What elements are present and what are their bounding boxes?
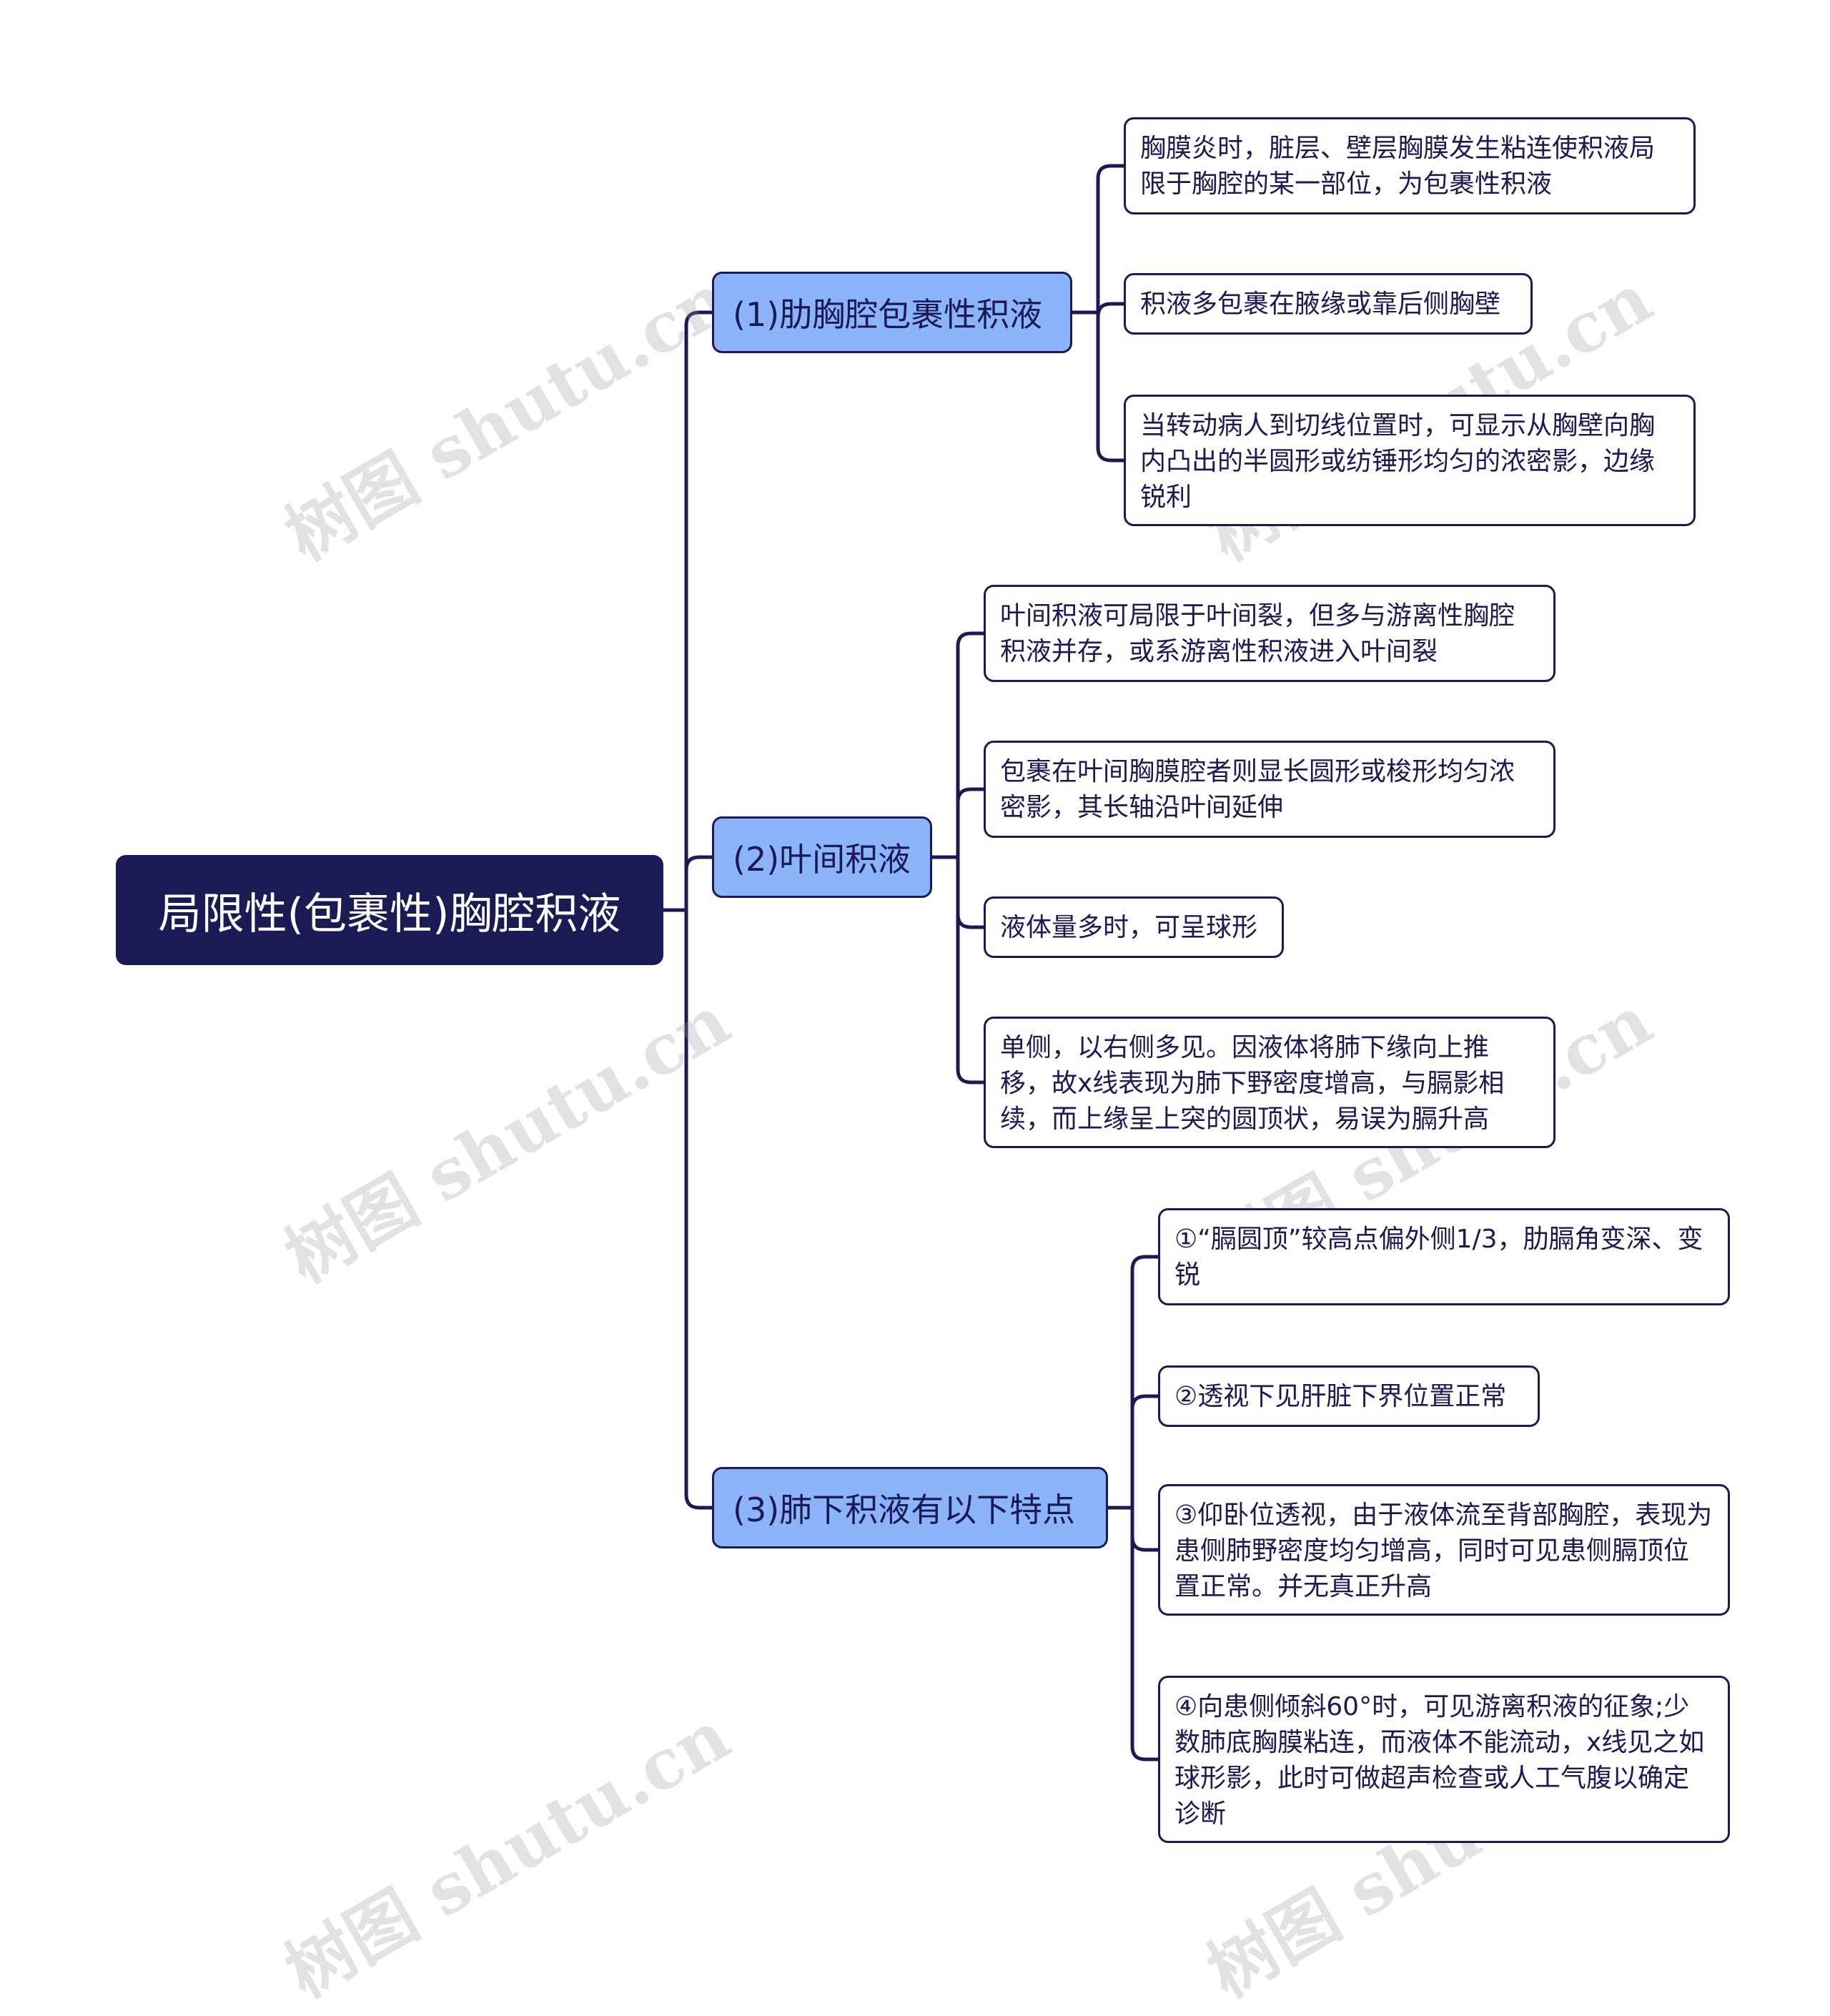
connector-line: [1130, 1506, 1160, 1761]
connector-line: [1096, 302, 1126, 319]
leaf-topic[interactable]: ④向患侧倾斜60°时，可见游离积液的征象;少数肺底胸膜粘连，而液体不能流动，x线…: [1158, 1676, 1730, 1843]
leaf-topic[interactable]: 液体量多时，可呈球形: [984, 896, 1284, 958]
leaf-topic[interactable]: 包裹在叶间胸膜腔者则显长圆形或梭形均匀浓密影，其长轴沿叶间延伸: [984, 741, 1556, 838]
connector-line: [1130, 1506, 1160, 1552]
connector-line: [684, 310, 714, 912]
leaf-topic[interactable]: ①“膈圆顶”较高点偏外侧1/3，肋膈角变深、变锐: [1158, 1208, 1730, 1305]
connector-line: [1130, 1255, 1160, 1510]
connector-line: [956, 631, 986, 859]
leaf-topic[interactable]: 胸膜炎时，脏层、壁层胸膜发生粘连使积液局限于胸腔的某一部位，为包裹性积液: [1124, 117, 1696, 214]
connector-line: [956, 855, 986, 1084]
connector-lines: [661, 164, 1160, 1761]
leaf-topic[interactable]: ③仰卧位透视，由于液体流至背部胸腔，表现为患侧肺野密度均匀增高，同时可见患侧膈顶…: [1158, 1484, 1730, 1616]
branch-topic[interactable]: (1)肋胸腔包裹性积液: [712, 272, 1072, 353]
connector-line: [1096, 164, 1126, 315]
connector-line: [684, 908, 714, 1510]
leaf-topic[interactable]: 积液多包裹在腋缘或靠后侧胸壁: [1124, 273, 1533, 335]
connector-line: [956, 787, 986, 859]
leaf-topic[interactable]: 当转动病人到切线位置时，可显示从胸壁向胸内凸出的半圆形或纺锤形均匀的浓密影，边缘…: [1124, 395, 1696, 526]
connector-line: [956, 855, 986, 929]
leaf-topic[interactable]: ②透视下见肝脏下界位置正常: [1158, 1365, 1540, 1427]
branch-topic[interactable]: (3)肺下积液有以下特点: [712, 1467, 1108, 1548]
branch-topic[interactable]: (2)叶间积液: [712, 816, 932, 898]
connector-line: [1130, 1394, 1160, 1510]
leaf-topic[interactable]: 叶间积液可局限于叶间裂，但多与游离性胸腔积液并存，或系游离性积液进入叶间裂: [984, 585, 1556, 682]
connector-line: [684, 855, 714, 912]
root-topic[interactable]: 局限性(包裹性)胸腔积液: [116, 855, 663, 965]
connector-line: [1096, 310, 1126, 463]
leaf-topic[interactable]: 单侧，以右侧多见。因液体将肺下缘向上推移，故x线表现为肺下野密度增高，与膈影相续…: [984, 1017, 1556, 1148]
